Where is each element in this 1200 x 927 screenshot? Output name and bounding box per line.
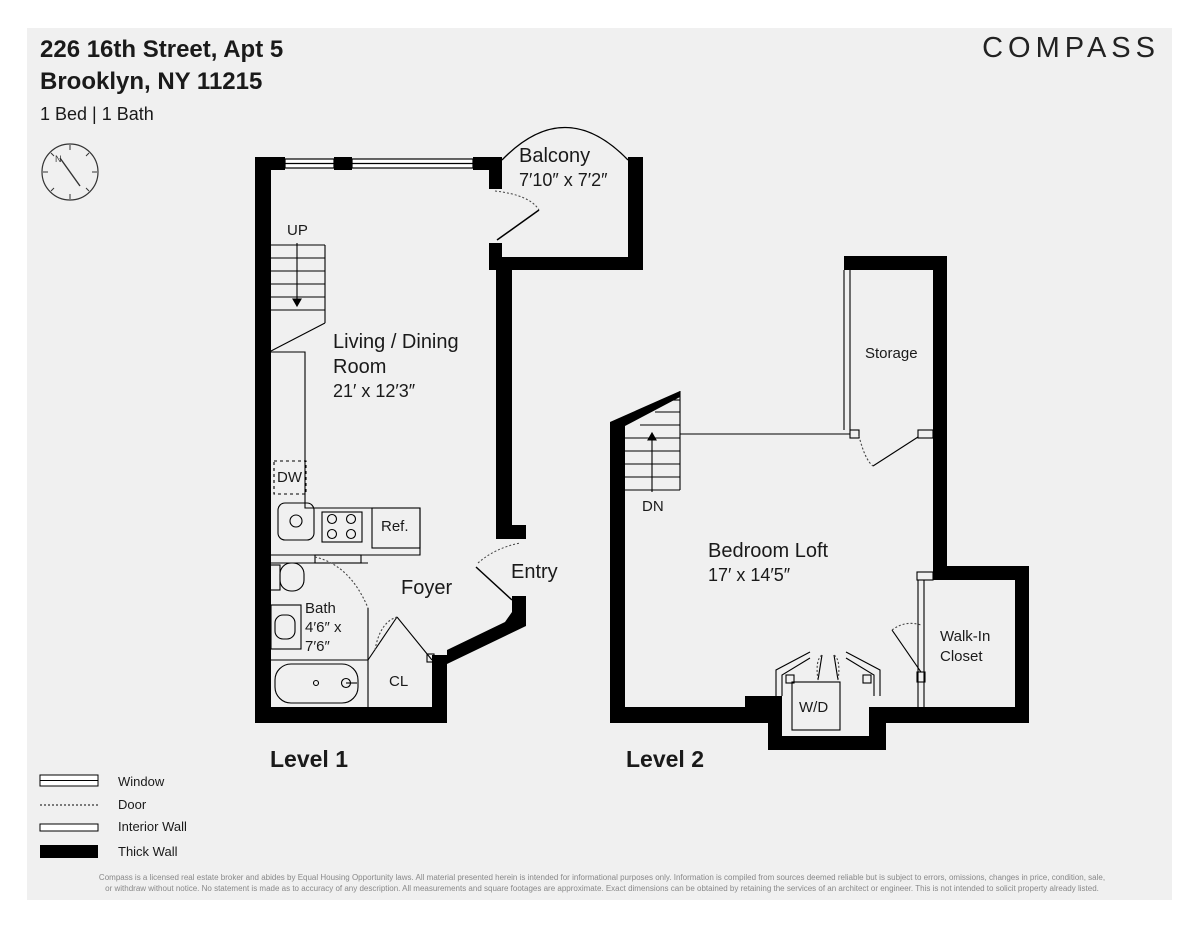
walkin-line2: Closet (940, 648, 983, 665)
legal-disclaimer: Compass is a licensed real estate broker… (82, 872, 1122, 894)
closet-label: CL (389, 673, 409, 690)
living-name-line1: Living / Dining (333, 331, 459, 353)
walkin-line1: Walk-In (940, 628, 991, 645)
level1-wall-south (255, 707, 447, 723)
bathroom (269, 554, 369, 707)
washer-dryer-closet (775, 651, 881, 731)
entry-door[interactable] (475, 542, 521, 601)
address-line-2: Brooklyn, NY 11215 (40, 68, 263, 95)
bath-dims-line1: 4′6″ x (305, 619, 342, 636)
foyer-label: Foyer (401, 577, 453, 599)
balcony-railing (501, 127, 629, 161)
level1-stairs (270, 243, 326, 352)
address-line-1: 226 16th Street, Apt 5 (40, 36, 284, 63)
disclaimer-line1: Compass is a licensed real estate broker… (98, 873, 1106, 882)
walkin-closet (891, 571, 934, 707)
balcony-name: Balcony (519, 145, 591, 167)
compass-logo: COMPASS (982, 32, 1160, 64)
refrigerator-label: Ref. (381, 518, 409, 535)
level2-stairs (625, 391, 681, 492)
bedroom-loft-label: Bedroom Loft 17′ x 14′5″ (708, 539, 828, 587)
level1-wall-west (255, 157, 271, 723)
level1-stairs-up-label: UP (287, 222, 308, 239)
north-arrow-compass-icon: N (41, 143, 99, 201)
legend-window-label: Window (118, 774, 165, 789)
balcony-dims: 7′10″ x 7′2″ (519, 170, 608, 190)
living-dims: 21′ x 12′3″ (333, 381, 416, 401)
level2-plan (610, 256, 1029, 750)
balcony-label: Balcony 7′10″ x 7′2″ (519, 144, 608, 192)
level2-stairs-down-label: DN (642, 498, 664, 515)
legend-symbols (39, 774, 99, 858)
legend-door-label: Door (118, 797, 147, 812)
washer-dryer-label: W/D (799, 699, 829, 716)
level1-wall-east (496, 257, 512, 539)
coat-closet (367, 616, 435, 663)
bath-dims-line2: 7′6″ (305, 638, 330, 655)
living-room-label: Living / Dining Room 21′ x 12′3″ (333, 330, 459, 403)
entry-label: Entry (511, 561, 558, 583)
level1-windows (284, 158, 474, 169)
unit-specs: 1 Bed | 1 Bath (40, 104, 154, 124)
level1-title: Level 1 (270, 746, 348, 772)
bath-name: Bath (305, 600, 336, 617)
bedroom-dims: 17′ x 14′5″ (708, 565, 791, 585)
walkin-closet-label: Walk-In Closet (940, 627, 990, 667)
storage-closet (680, 270, 934, 467)
level2-title: Level 2 (626, 746, 704, 772)
kitchen (271, 351, 421, 556)
floorplan-sheet (27, 28, 1172, 900)
level1-plan (255, 127, 643, 723)
legend-thick-wall-label: Thick Wall (118, 844, 178, 859)
disclaimer-line2: or withdraw without notice. No statement… (105, 884, 1099, 893)
bedroom-name: Bedroom Loft (708, 540, 829, 562)
living-name-line2: Room (333, 356, 387, 378)
legend-interior-wall-label: Interior Wall (118, 819, 187, 834)
svg-text:N: N (55, 154, 62, 164)
bath-label: Bath 4′6″ x 7′6″ (305, 599, 341, 656)
dishwasher-label: DW (277, 469, 302, 486)
storage-label: Storage (865, 345, 918, 362)
